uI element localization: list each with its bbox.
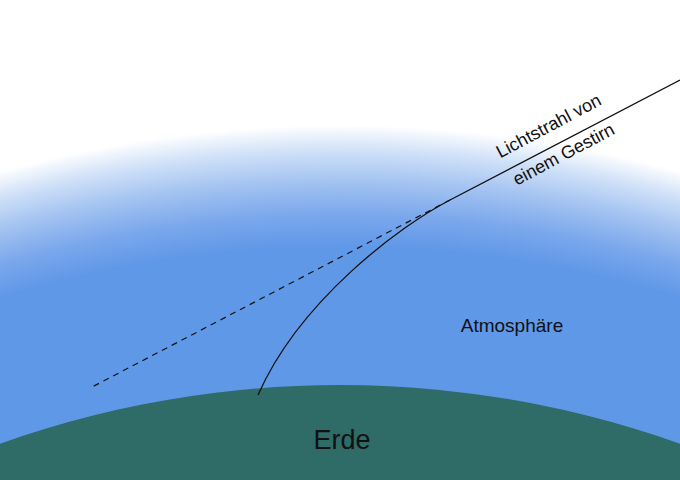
earth-surface	[0, 385, 680, 480]
earth-label: Erde	[313, 424, 370, 456]
atmosphere-label: Atmosphäre	[461, 315, 563, 338]
atmosphere-band	[0, 125, 680, 480]
apparent-direction-line	[92, 200, 450, 387]
